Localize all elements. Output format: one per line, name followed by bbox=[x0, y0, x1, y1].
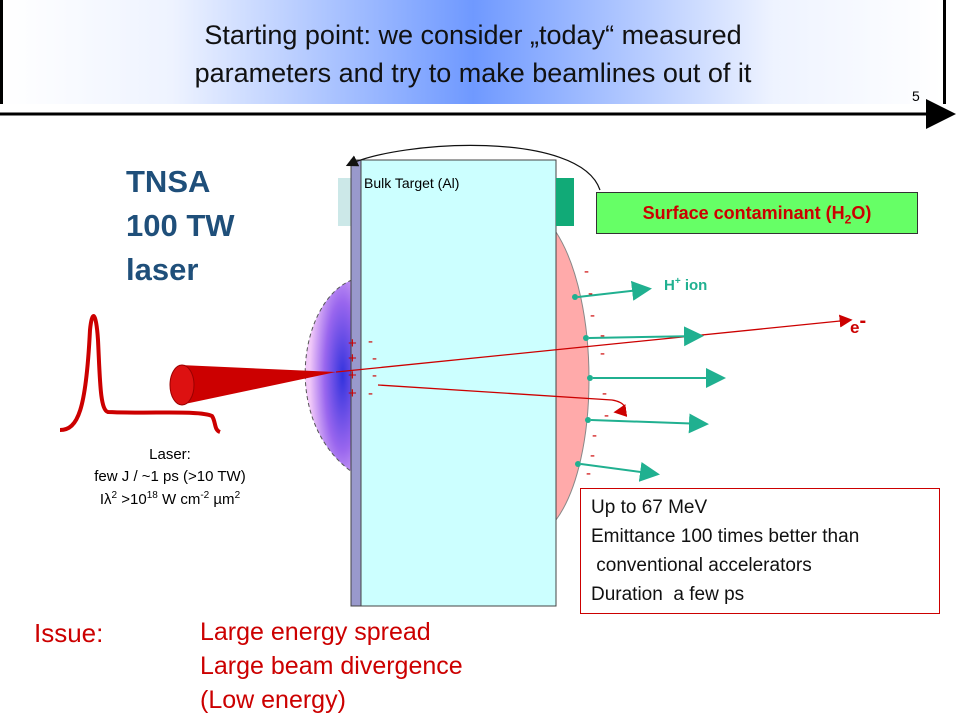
minus-sign: - bbox=[586, 465, 591, 482]
minus-sign: - bbox=[372, 350, 377, 367]
contaminant-text: Surface contaminant (H bbox=[642, 203, 845, 223]
minus-sign: - bbox=[584, 263, 589, 280]
proton-arrow bbox=[590, 413, 709, 434]
title-banner bbox=[0, 0, 946, 104]
result-line: Emittance 100 times better than bbox=[591, 526, 860, 547]
bulk-target-label: Bulk Target (Al) bbox=[364, 175, 460, 191]
electron-label: e- bbox=[850, 310, 866, 338]
result-line: Duration a few ps bbox=[591, 584, 745, 605]
laser-energy-label: few J / ~1 ps (>10 TW) bbox=[94, 468, 246, 485]
proton-beams bbox=[572, 280, 726, 482]
minus-sign: - bbox=[368, 333, 373, 350]
minus-sign: - bbox=[590, 447, 595, 464]
laser-beam-base bbox=[169, 364, 195, 406]
ion-charge: + bbox=[674, 276, 681, 287]
ion-suffix: ion bbox=[680, 277, 708, 294]
result-line: Up to 67 MeV bbox=[591, 497, 708, 518]
proton-arrow bbox=[580, 461, 660, 482]
h-ion-label: H+ ion bbox=[664, 276, 707, 294]
issue-item: Large beam divergence bbox=[200, 652, 463, 680]
minus-sign: - bbox=[372, 367, 377, 384]
title-line-2: parameters and try to make beamlines out… bbox=[194, 58, 752, 88]
electron-path bbox=[335, 314, 853, 373]
issue-item: Large energy spread bbox=[200, 618, 431, 646]
minus-sign: - bbox=[604, 407, 609, 424]
contaminant-text-end: O) bbox=[851, 203, 872, 223]
minus-sign: - bbox=[592, 427, 597, 444]
results-box: Up to 67 MeV Emittance 100 times better … bbox=[580, 488, 940, 614]
minus-sign: - bbox=[602, 385, 607, 402]
contaminant-subscript: 2 bbox=[844, 212, 852, 227]
minus-sign: - bbox=[590, 307, 595, 324]
ion-symbol: H bbox=[664, 277, 675, 294]
issue-label: Issue: bbox=[34, 618, 104, 648]
plus-sign: + bbox=[348, 367, 357, 384]
rear-contaminant-layer bbox=[556, 178, 574, 226]
minus-sign: - bbox=[588, 285, 593, 302]
electron-symbol: e bbox=[850, 318, 860, 337]
laser-beam-cone bbox=[180, 365, 336, 405]
tnsa-label-line: TNSA bbox=[126, 164, 211, 199]
rear-sheath bbox=[555, 230, 590, 522]
title-line-1: Starting point: we consider „today“ meas… bbox=[204, 20, 742, 50]
electron-charge: - bbox=[859, 310, 867, 332]
slide-number: 5 bbox=[912, 88, 920, 104]
laser-pulse-curve bbox=[59, 314, 221, 434]
minus-sign: - bbox=[368, 385, 373, 402]
plus-sign: + bbox=[348, 350, 357, 367]
laser-intensity-label: Iλ2 >1018 W cm-2 µm2 bbox=[99, 490, 241, 508]
bulk-target bbox=[360, 159, 557, 607]
contaminant-pointer-arrow bbox=[345, 144, 601, 191]
plus-sign: + bbox=[348, 385, 357, 402]
tnsa-laser-label: TNSA 100 TW laser bbox=[126, 160, 235, 292]
result-line: conventional accelerators bbox=[591, 555, 812, 576]
tnsa-label-line: 100 TW bbox=[126, 208, 235, 243]
laser-label-heading: Laser: bbox=[149, 446, 191, 463]
tnsa-label-line: laser bbox=[126, 252, 199, 287]
electron-return-path bbox=[377, 384, 628, 417]
electron-paths bbox=[335, 314, 853, 417]
surface-contaminant-box: Surface contaminant (H2O) bbox=[596, 192, 918, 234]
minus-sign: - bbox=[600, 345, 605, 362]
proton-arrow bbox=[577, 280, 652, 301]
issue-item: (Low energy) bbox=[200, 686, 346, 714]
minus-sign: - bbox=[600, 327, 605, 344]
front-contaminant-layer bbox=[338, 178, 352, 226]
plus-sign: + bbox=[348, 335, 357, 352]
proton-arrow bbox=[588, 326, 704, 347]
charge-signs: + + + + - - - - - - - - - - - - - - bbox=[348, 263, 609, 482]
